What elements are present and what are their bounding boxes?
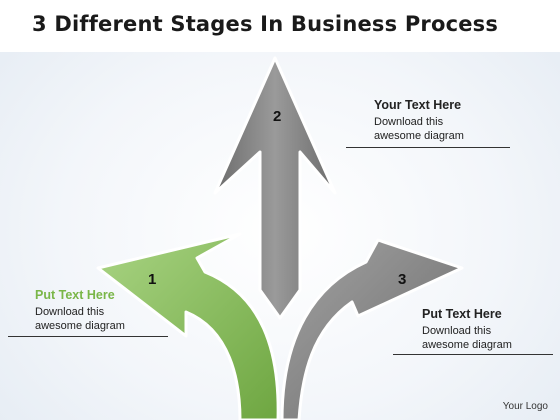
- stage-2-rule: [346, 147, 510, 148]
- stage-1-text: Put Text Here Download this awesome diag…: [35, 288, 125, 333]
- stage-3-rule: [393, 354, 553, 355]
- stage-3-number: 3: [398, 271, 406, 288]
- stage-1-heading: Put Text Here: [35, 288, 115, 302]
- footer-logo: Your Logo: [502, 401, 548, 412]
- stage-2-number: 2: [273, 108, 281, 125]
- stage-1-number: 1: [148, 271, 156, 288]
- arrow-2-up: [213, 56, 337, 320]
- stage-1-line1: Download this: [35, 306, 105, 318]
- stage-2-heading: Your Text Here: [374, 98, 462, 112]
- page-title: 3 Different Stages In Business Process: [32, 12, 499, 36]
- stage-3-heading: Put Text Here: [422, 307, 502, 321]
- stage-2-line2: awesome diagram: [374, 130, 464, 142]
- stage-2-text: Your Text Here Download this awesome dia…: [374, 98, 464, 143]
- stage-1-line2: awesome diagram: [35, 320, 125, 332]
- title-bar: 3 Different Stages In Business Process: [0, 0, 560, 52]
- stage-3-line2: awesome diagram: [422, 339, 512, 351]
- stage-3-line1: Download this: [422, 325, 492, 337]
- arrow-1-left: [96, 232, 280, 420]
- stage-2-line1: Download this: [374, 116, 444, 128]
- stage-3-text: Put Text Here Download this awesome diag…: [422, 307, 512, 352]
- arrow-3-right: [280, 238, 464, 420]
- stage-1-rule: [8, 336, 168, 337]
